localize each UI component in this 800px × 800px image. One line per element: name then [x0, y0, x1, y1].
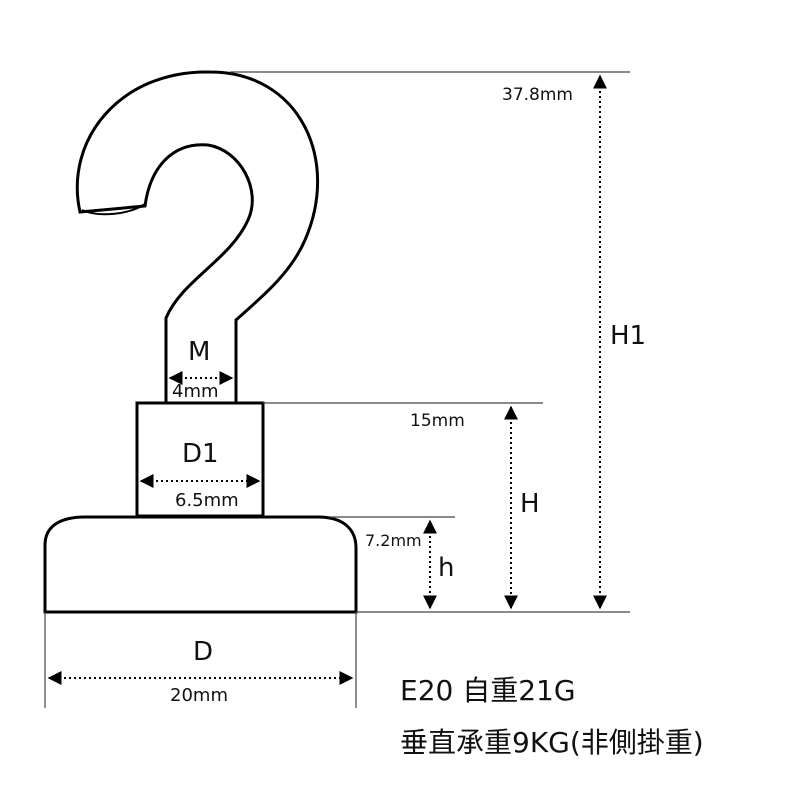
label-hook-top: 37.8mm: [502, 85, 573, 105]
magnet-base: [43, 515, 358, 614]
caption-line1: E20 自重21G: [400, 674, 576, 707]
label-base: D: [193, 637, 213, 667]
label-neck: D1: [182, 439, 219, 469]
label-base-height: 7.2mm: [365, 531, 422, 550]
caption-line2: 垂直承重9KG(非側掛重): [400, 726, 704, 759]
hook-outline: [75, 70, 320, 402]
label-thread: M: [188, 337, 210, 367]
label-stem-height: H: [520, 489, 540, 519]
label-base-value: 20mm: [170, 685, 228, 706]
label-base-height-symbol: h: [438, 553, 454, 583]
label-neck-value: 6.5mm: [175, 490, 239, 511]
label-total-height: H1: [610, 321, 646, 351]
label-thread-value: 4mm: [172, 381, 219, 402]
label-neck-height: 15mm: [410, 411, 465, 431]
hook-tip: [81, 203, 146, 216]
